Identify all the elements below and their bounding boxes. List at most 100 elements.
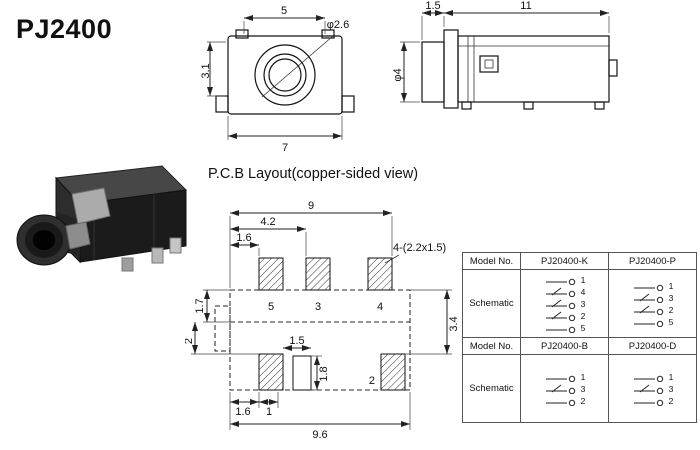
dim-body-length-label: 11 [520, 0, 531, 12]
schematic-pin-symbol [633, 320, 663, 327]
schematic-pin-number: 5 [580, 322, 586, 333]
schematic-pin-symbol [633, 305, 663, 315]
schematic-pin: 5 [521, 322, 608, 334]
dim-pad-span-label: 9 [308, 200, 314, 212]
schematic-row-label: Schematic [462, 269, 521, 338]
dim-bottom-width-label: 7 [282, 142, 288, 154]
dim-bottom-left-label: 1.6 [235, 406, 250, 418]
schematic-pin-number: 2 [668, 395, 674, 406]
pad-2 [380, 353, 406, 391]
dim-pad5-offset-label: 1.6 [236, 232, 251, 244]
pcb-layout-drawing: 5 3 4 2 9 4.2 1.6 4-(2.2x1.5) 1.7 [185, 200, 460, 441]
schematic-pin-symbol [545, 311, 575, 321]
schematic-pin-number: 2 [668, 304, 674, 315]
schematic-pin-number: 3 [580, 383, 586, 394]
schematic-pin: 2 [521, 310, 608, 322]
top-view-drawing: 5 φ2.6 3.1 7 [200, 5, 355, 154]
schematic-pin-symbol [633, 293, 663, 303]
schematic-pin-symbol [545, 384, 575, 394]
dim-hole-dia-label: φ2.6 [327, 19, 349, 31]
pad-5-label: 5 [268, 301, 274, 313]
dim-slot-offset-label: 1.5 [289, 335, 304, 347]
schematic-pin-symbol [545, 278, 575, 285]
pad-4 [367, 257, 393, 291]
schematic-pin-number: 5 [668, 316, 674, 327]
side-view-dimensions: 1.5 11 φ4 [392, 0, 610, 103]
schematic-pin: 2 [521, 395, 608, 407]
pad-3-label: 3 [315, 301, 321, 313]
model-no-header: Model No. [462, 337, 521, 355]
model-name-k: PJ20400-K [520, 252, 609, 270]
schematic-pin: 2 [609, 304, 696, 316]
model-name-p: PJ20400-P [608, 252, 697, 270]
model-no-header: Model No. [462, 252, 521, 270]
dim-left-height-label: 3.1 [200, 63, 212, 78]
dim-top-width-label: 5 [281, 5, 287, 17]
dim-total-width-label: 9.6 [312, 429, 327, 441]
pad-5 [258, 257, 284, 291]
schematic-pin-number: 4 [580, 286, 586, 297]
schematic-pin: 1 [609, 371, 696, 383]
connector-barrel [16, 214, 72, 266]
slot-hole [292, 355, 312, 391]
schematic-pin-number: 3 [580, 298, 586, 309]
model-table: Model No. PJ20400-K PJ20400-P Schematic … [462, 252, 697, 423]
schematic-pin-symbol [545, 299, 575, 309]
side-view-body-outline [421, 29, 618, 110]
pad-2-label: 2 [369, 375, 375, 387]
schematic-pin-number: 3 [668, 292, 674, 303]
pcb-dimensions: 9 4.2 1.6 4-(2.2x1.5) 1.7 2 3.4 1.5 [185, 200, 460, 441]
dim-slot-height-label: 1.8 [318, 366, 330, 381]
pad-size-note: 4-(2.2x1.5) [393, 242, 446, 254]
schematic-pin-symbol [545, 399, 575, 406]
schematic-pin-symbol [545, 287, 575, 297]
schematic-pin-symbol [633, 375, 663, 382]
top-view-body-outline [215, 29, 355, 115]
schematic-pin-number: 1 [580, 371, 586, 382]
model-name-d: PJ20400-D [608, 337, 697, 355]
pad-3 [305, 257, 331, 291]
solder-pads: 5 3 4 2 [258, 257, 406, 391]
schematic-pin: 3 [609, 292, 696, 304]
dim-pad3-offset-label: 4.2 [260, 216, 275, 228]
page-title: PJ2400 [16, 14, 113, 44]
schematic-pin-number: 1 [668, 371, 674, 382]
schematic-pin: 3 [521, 383, 608, 395]
connector-pins [121, 237, 182, 272]
schematic-pin: 2 [609, 395, 696, 407]
dim-right-height-label: 3.4 [448, 316, 460, 331]
schematic-pin: 5 [609, 316, 696, 328]
top-view-dimensions: 5 φ2.6 3.1 7 [200, 5, 349, 154]
dim-lower-height-label: 2 [185, 338, 195, 344]
schematic-pin: 3 [521, 298, 608, 310]
pcb-layout-heading: P.C.B Layout(copper-sided view) [208, 166, 419, 182]
dim-flange-label: 1.5 [425, 0, 440, 12]
connector-metal-bracket [65, 187, 111, 250]
schematic-pin-symbol [545, 326, 575, 333]
schematic-pin-number: 3 [668, 383, 674, 394]
schematic-pin-symbol [633, 384, 663, 394]
schematic-pin: 3 [609, 383, 696, 395]
schematic-pin-number: 2 [580, 395, 586, 406]
dim-bottom-one-label: 1 [266, 406, 272, 418]
schematic-row-label: Schematic [462, 354, 521, 423]
dim-barrel-dia-label: φ4 [392, 68, 404, 81]
dim-upper-height-label: 1.7 [194, 298, 206, 313]
pad-bottom-left [258, 353, 284, 391]
schematic-pin: 4 [521, 286, 608, 298]
schematic-pin-symbol [633, 284, 663, 291]
pad-4-label: 4 [377, 301, 383, 313]
schematic-pin-symbol [545, 375, 575, 382]
component-photo [16, 165, 188, 272]
schematic-pin-symbol [633, 399, 663, 406]
schematic-pin-number: 1 [668, 280, 674, 291]
schematic-pin-number: 2 [580, 310, 586, 321]
model-name-b: PJ20400-B [520, 337, 609, 355]
schematic-pin: 1 [609, 280, 696, 292]
schematic-pin-number: 1 [580, 274, 586, 285]
